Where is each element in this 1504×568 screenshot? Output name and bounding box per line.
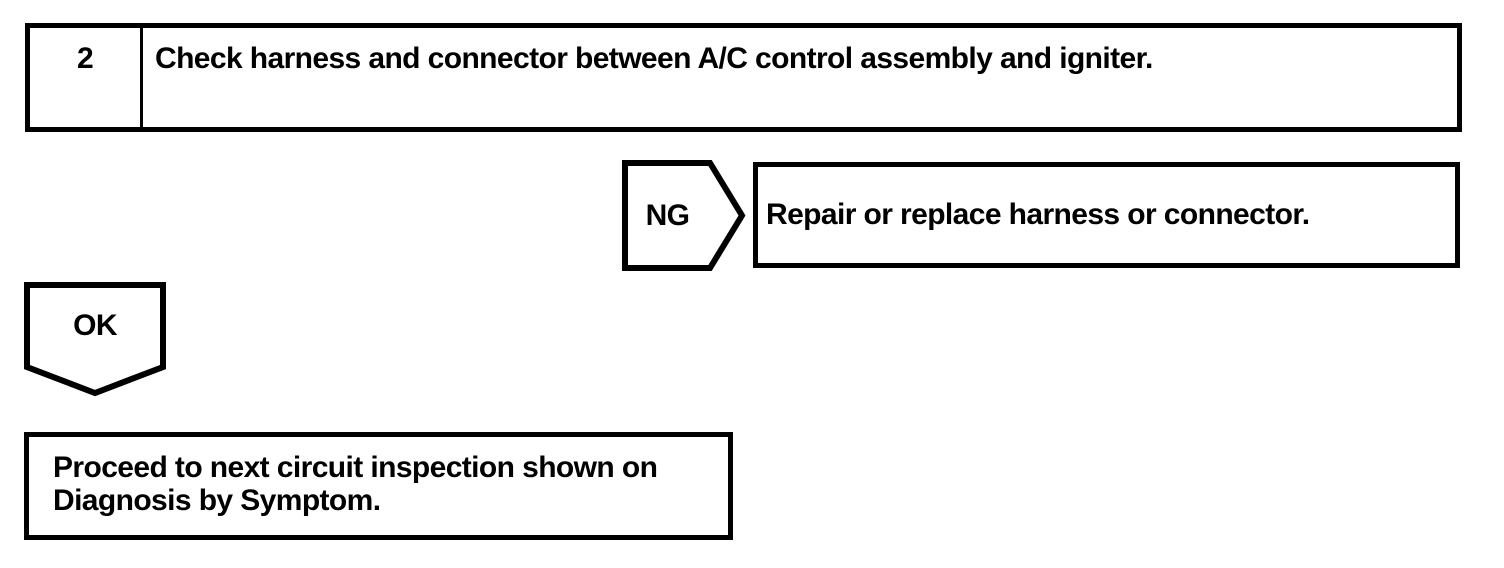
step-box: 2 Check harness and connector between A/… [25, 23, 1462, 132]
ng-action-box: Repair or replace harness or connector. [753, 162, 1460, 268]
proceed-line-1: Proceed to next circuit inspection shown… [53, 451, 658, 484]
step-instruction: Check harness and connector between A/C … [155, 42, 1153, 75]
proceed-line-2: Diagnosis by Symptom. [53, 484, 381, 517]
ok-connector-shape [24, 282, 166, 397]
proceed-box: Proceed to next circuit inspection shown… [24, 432, 733, 540]
ok-label: OK [73, 309, 117, 342]
ng-connector-shape [622, 160, 746, 271]
ng-label: NG [645, 198, 690, 232]
step-number: 2 [30, 28, 143, 127]
